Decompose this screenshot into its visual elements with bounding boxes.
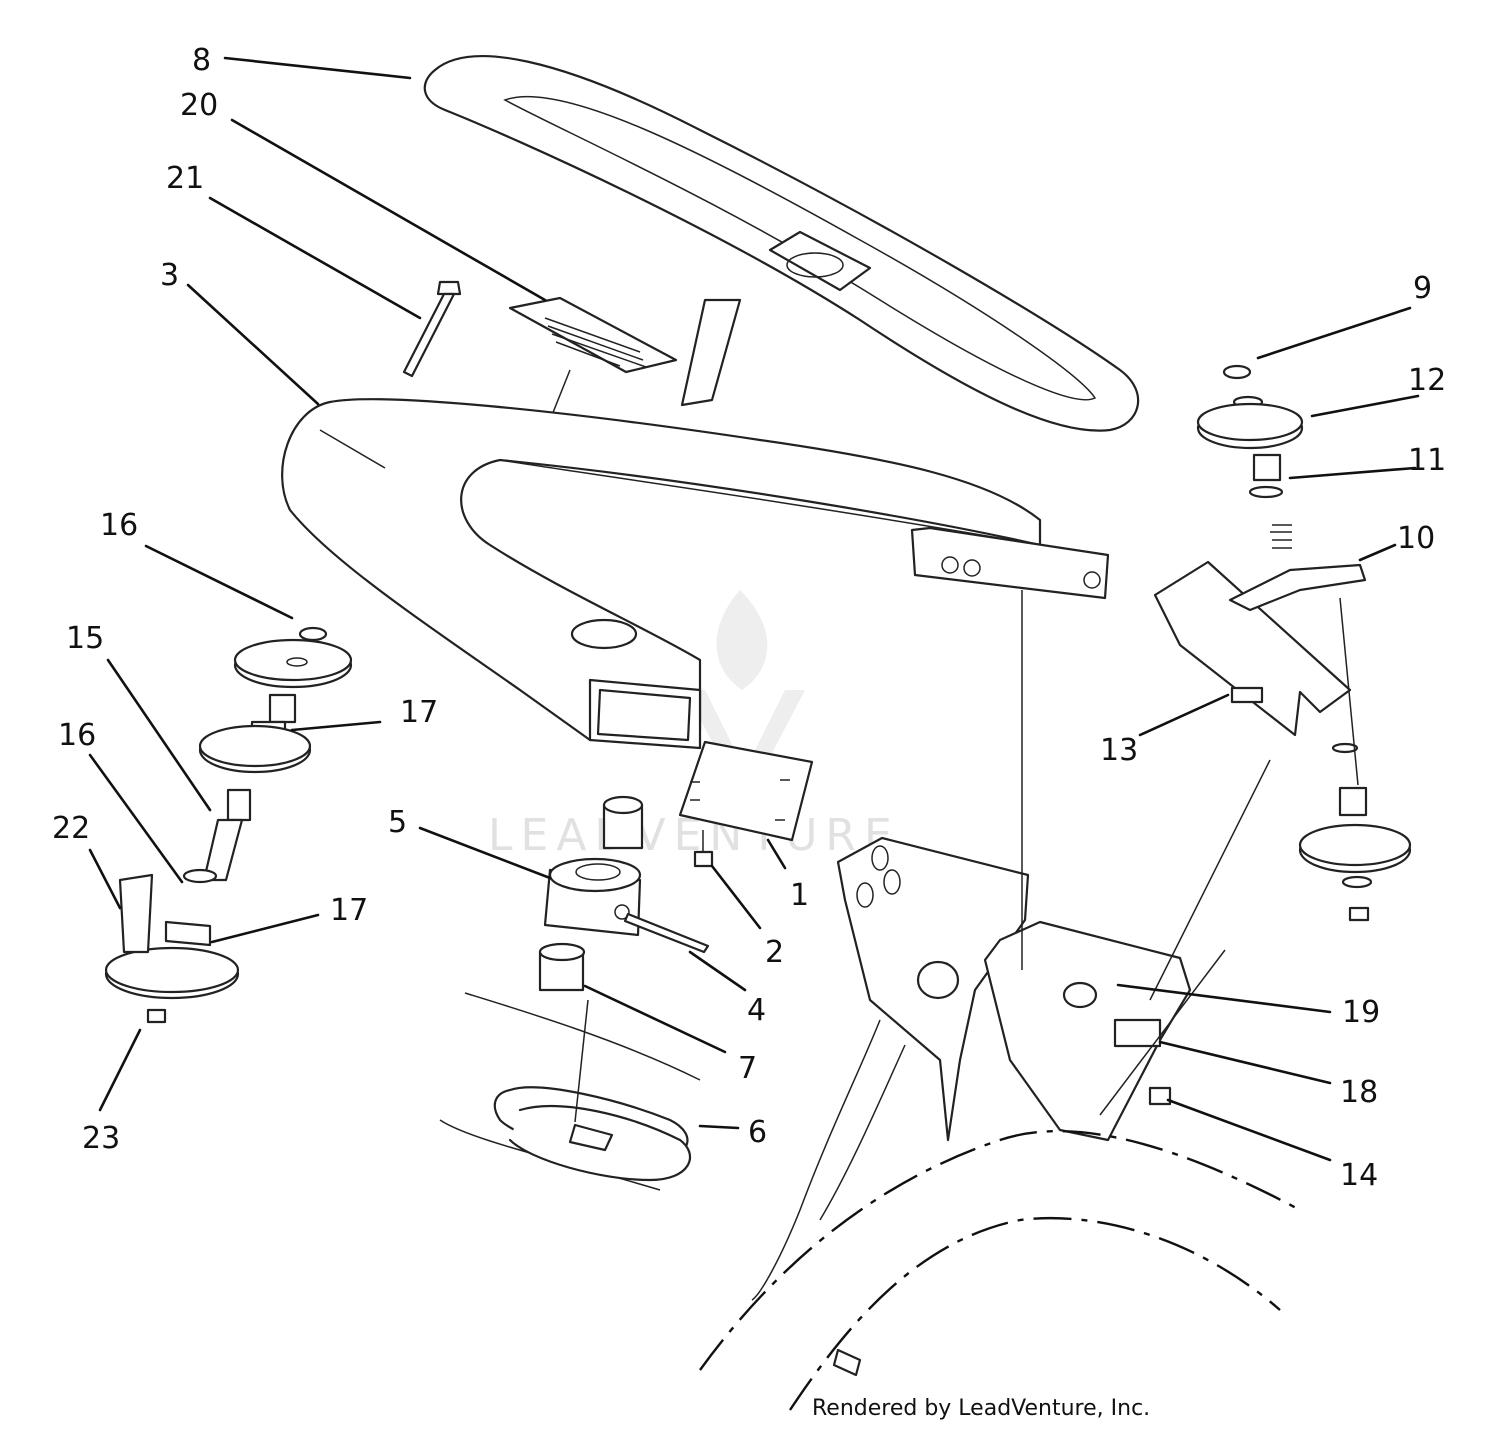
callout-19: 19 [1342, 995, 1380, 1030]
bushing-upper [602, 795, 644, 850]
steering-wheel [423, 55, 1140, 432]
watermark-logo [685, 590, 805, 805]
callout-7: 7 [738, 1051, 757, 1086]
roll-pin [623, 912, 710, 954]
callout-3: 3 [160, 258, 179, 293]
leader-lines [88, 56, 1420, 1162]
callout-8: 8 [192, 43, 211, 78]
callout-11: 11 [1408, 443, 1446, 478]
callout-labels: 8 20 21 3 9 12 11 10 16 15 17 16 22 17 2… [52, 43, 1446, 1193]
callout-17-lower: 17 [330, 893, 368, 928]
callout-23: 23 [82, 1121, 120, 1156]
callout-16-lower: 16 [58, 718, 96, 753]
callout-16-upper: 16 [100, 508, 138, 543]
callout-12: 12 [1408, 363, 1446, 398]
axle-bracket [751, 590, 1271, 1301]
pulley-stack-left [104, 626, 353, 1024]
callout-10: 10 [1397, 521, 1435, 556]
callout-20: 20 [180, 88, 218, 123]
callout-17-upper: 17 [400, 695, 438, 730]
callout-18: 18 [1340, 1075, 1378, 1110]
front-frame [281, 398, 1042, 750]
bushing-lower [538, 942, 586, 992]
credit-text: Rendered by LeadVenture, Inc. [812, 1396, 1150, 1421]
mounting-bracket [910, 526, 1110, 600]
mount-plate [678, 740, 814, 842]
callout-9: 9 [1413, 271, 1432, 306]
callout-21: 21 [166, 161, 204, 196]
callout-5: 5 [388, 805, 407, 840]
callout-1: 1 [790, 878, 809, 913]
callout-14: 14 [1340, 1158, 1378, 1193]
callout-15: 15 [66, 621, 104, 656]
pulley-stack-right [1153, 364, 1412, 922]
spindle-housing [543, 857, 642, 937]
watermark-text: LEADVENTURE [488, 810, 900, 861]
decal-plate [508, 296, 678, 451]
callout-2: 2 [765, 935, 784, 970]
callout-13: 13 [1100, 733, 1138, 768]
callout-4: 4 [747, 993, 766, 1028]
axle-arcs [699, 1129, 1301, 1411]
callout-22: 22 [52, 811, 90, 846]
callout-6: 6 [748, 1115, 767, 1150]
drive-belt [439, 992, 701, 1191]
